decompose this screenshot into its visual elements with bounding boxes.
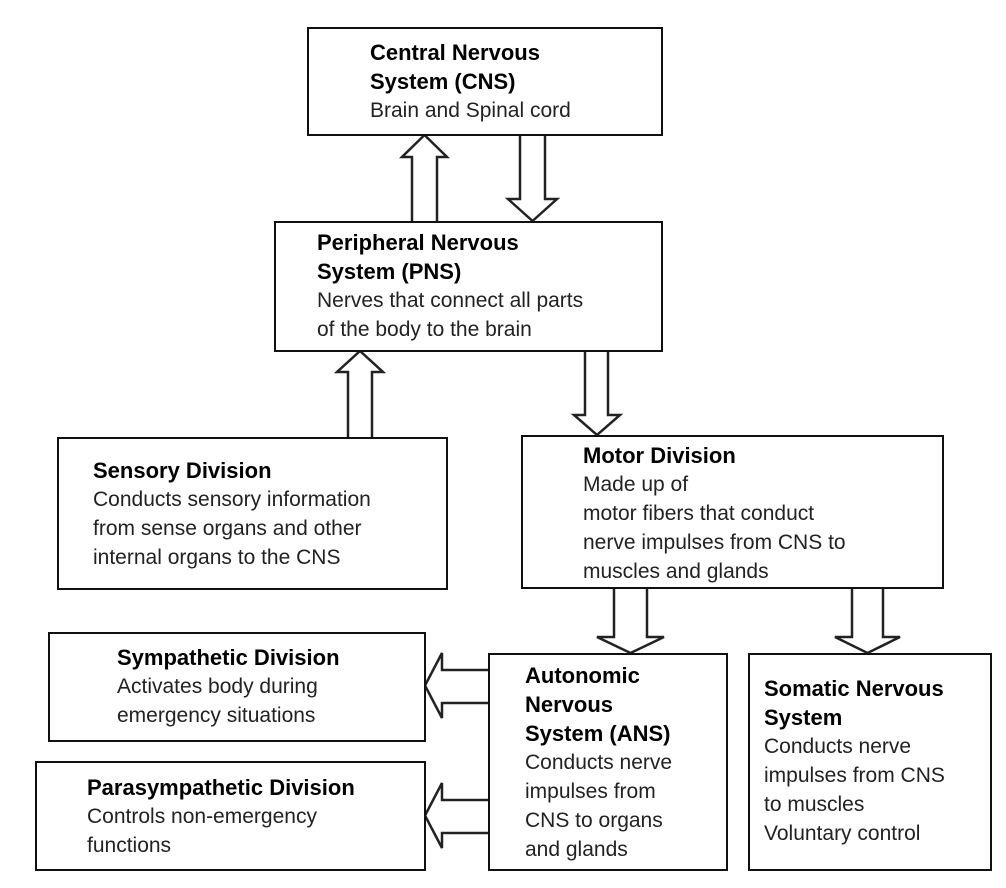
node-description-line: Activates body during xyxy=(117,675,318,698)
node-sympathetic-box xyxy=(48,632,426,742)
node-description-line: to muscles xyxy=(764,793,865,816)
node-description-line: nerve impulses from CNS to xyxy=(583,531,846,554)
node-title-line: System (ANS) xyxy=(525,721,671,746)
arrow-pns-to-cns xyxy=(398,133,451,221)
node-ans-box xyxy=(488,653,728,871)
node-description-line: and glands xyxy=(525,838,628,861)
node-description-line: CNS to organs xyxy=(525,809,663,832)
arrow-sensory-to-pns xyxy=(333,349,387,437)
node-title-line: Sympathetic Division xyxy=(117,645,340,670)
node-somatic-box xyxy=(748,653,992,871)
node-title-line: Sensory Division xyxy=(93,458,272,483)
arrow-ans-to-parasympathetic xyxy=(423,782,488,849)
arrow-ans-to-sympathetic xyxy=(423,652,488,719)
node-title-line: System (CNS) xyxy=(370,69,516,94)
node-description-line: Conducts nerve xyxy=(525,751,673,774)
node-description-line: impulses from CNS xyxy=(764,764,945,787)
node-description-line: functions xyxy=(87,834,172,857)
node-description-line: Made up of xyxy=(583,473,689,496)
node-description-line: from sense organs and other xyxy=(93,517,362,540)
node-title-line: System (PNS) xyxy=(317,259,462,284)
node-description-line: Controls non-emergency xyxy=(87,805,317,828)
node-pns-box xyxy=(274,221,663,352)
node-description-line: Brain and Spinal cord xyxy=(370,99,571,122)
node-description-line: Nerves that connect all parts xyxy=(317,289,584,312)
node-title-line: Somatic Nervous xyxy=(764,676,944,701)
node-parasympathetic-box xyxy=(35,761,426,871)
node-title-line: Nervous xyxy=(525,692,614,717)
node-description-line: emergency situations xyxy=(117,704,316,727)
arrow-motor-to-ans xyxy=(596,588,665,655)
node-title-line: System xyxy=(764,705,843,730)
node-description-line: Voluntary control xyxy=(764,822,921,845)
node-description-line: motor fibers that conduct xyxy=(583,502,815,525)
arrow-cns-to-pns xyxy=(504,135,561,223)
node-title-line: Central Nervous xyxy=(370,40,540,65)
node-motor-box xyxy=(521,435,944,589)
node-title-line: Autonomic xyxy=(525,663,640,688)
node-description-line: Conducts sensory information xyxy=(93,488,371,511)
arrow-pns-to-motor xyxy=(570,351,624,437)
node-description-line: of the body to the brain xyxy=(317,318,532,341)
node-sensory-box xyxy=(57,437,448,590)
arrow-motor-to-somatic xyxy=(834,588,901,655)
node-description-line: impulses from xyxy=(525,780,656,803)
node-description-line: Conducts nerve xyxy=(764,735,912,758)
node-title-line: Parasympathetic Division xyxy=(87,775,355,800)
node-title-line: Motor Division xyxy=(583,443,736,468)
node-description-line: muscles and glands xyxy=(583,560,769,583)
node-cns-box xyxy=(307,27,663,136)
node-description-line: internal organs to the CNS xyxy=(93,546,341,569)
node-title-line: Peripheral Nervous xyxy=(317,230,519,255)
